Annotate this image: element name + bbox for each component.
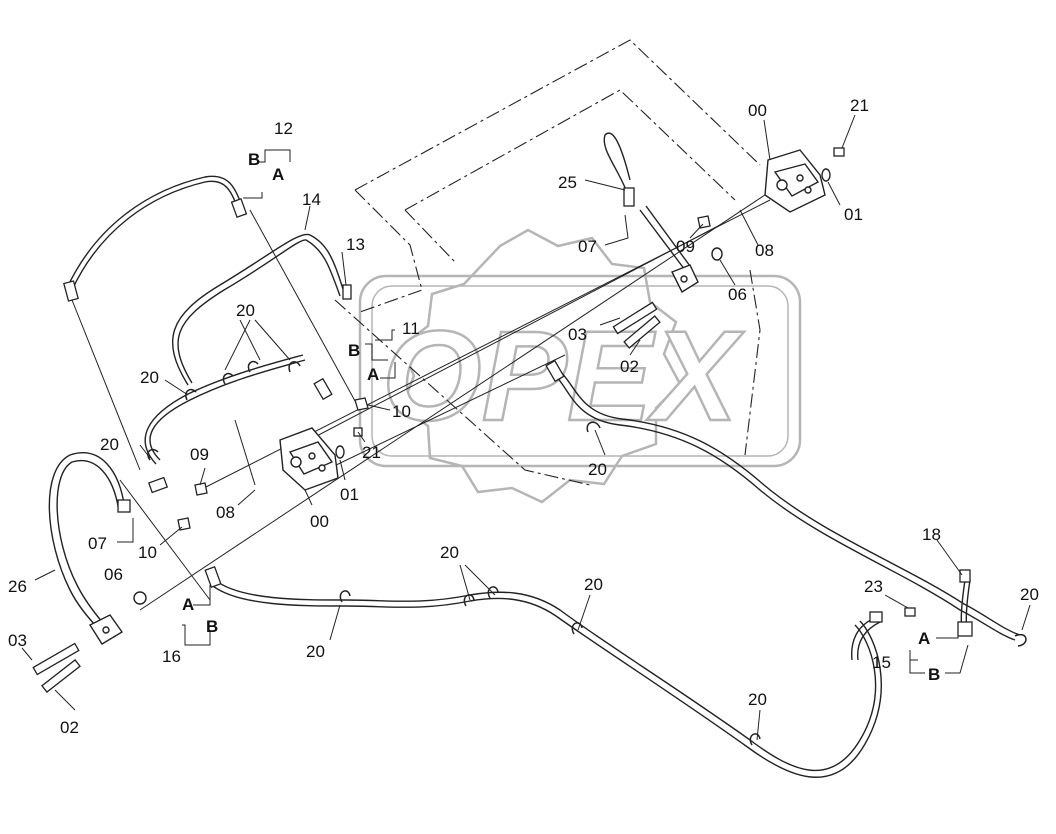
hose-16 [214,579,877,772]
valve-lower-left [88,614,124,645]
label-09-lower: 09 [190,445,209,464]
label-00-upper: 00 [748,101,767,120]
label-11: 11 [402,319,420,338]
hose-25 [603,132,631,201]
label-06-lower: 06 [104,565,123,584]
label-14: 14 [302,190,321,209]
label-06-upper: 06 [728,285,747,304]
label-07-upper: 07 [578,237,597,256]
label-25: 25 [558,173,577,192]
label-20-hose16d: 20 [748,690,767,709]
label-26: 26 [8,577,27,596]
label-A-12: A [272,165,284,184]
label-A-16: A [182,595,194,614]
watermark-frame [358,274,802,468]
bolts [32,147,971,693]
hose-26 [48,452,126,631]
o-rings [133,168,831,605]
watermark-gear [400,228,682,504]
label-B-15: B [928,665,940,684]
label-10-lower: 10 [138,543,157,562]
label-20-hose15: 20 [1020,585,1039,604]
label-20-hose16b: 20 [440,543,459,562]
callout-lines [21,114,1031,741]
watermark [358,228,802,504]
valve-block-lower [279,427,339,491]
label-20-cluster: 20 [236,301,255,320]
label-20-center: 20 [588,460,607,479]
label-00-lower: 00 [310,512,329,531]
fittings [63,187,973,637]
label-09-upper: 09 [676,237,695,256]
label-16: 16 [162,647,181,666]
label-07-lower: 07 [88,534,107,553]
label-21-upper: 21 [850,96,869,115]
label-12: 12 [274,119,293,138]
label-B-16: B [206,617,218,636]
label-08-upper: 08 [755,241,774,260]
label-23: 23 [864,577,883,596]
clamps [147,360,1027,746]
label-13: 13 [346,235,365,254]
label-08-lower: 08 [216,503,235,522]
label-20-hose26: 20 [100,435,119,454]
hose-15 [554,374,1016,641]
label-01-lower: 01 [340,485,359,504]
label-15: 15 [872,653,891,672]
label-18: 18 [922,525,941,544]
label-A-15: A [918,629,930,648]
label-02-lower: 02 [60,718,79,737]
label-03-lower: 03 [8,631,27,650]
label-21-lower: 21 [362,443,381,462]
valve-block-upper [764,149,826,213]
label-01-upper: 01 [844,205,863,224]
label-10-mid: 10 [392,402,411,421]
label-B-12: B [248,150,260,169]
valve-upper-mid [671,264,699,294]
hose-14 [172,233,346,386]
label-20-hose16c: 20 [584,575,603,594]
label-B-11: B [348,341,360,360]
part-labels: 00 21 01 25 07 09 08 06 03 02 12 B A 14 … [8,96,1039,737]
label-03-upper: 03 [568,325,587,344]
label-02-upper: 02 [620,357,639,376]
hose-12 [71,180,241,291]
label-20-left: 20 [140,368,159,387]
label-20-hose16a: 20 [306,642,325,661]
phantom-outlines [334,39,761,486]
label-A-11: A [367,365,379,384]
